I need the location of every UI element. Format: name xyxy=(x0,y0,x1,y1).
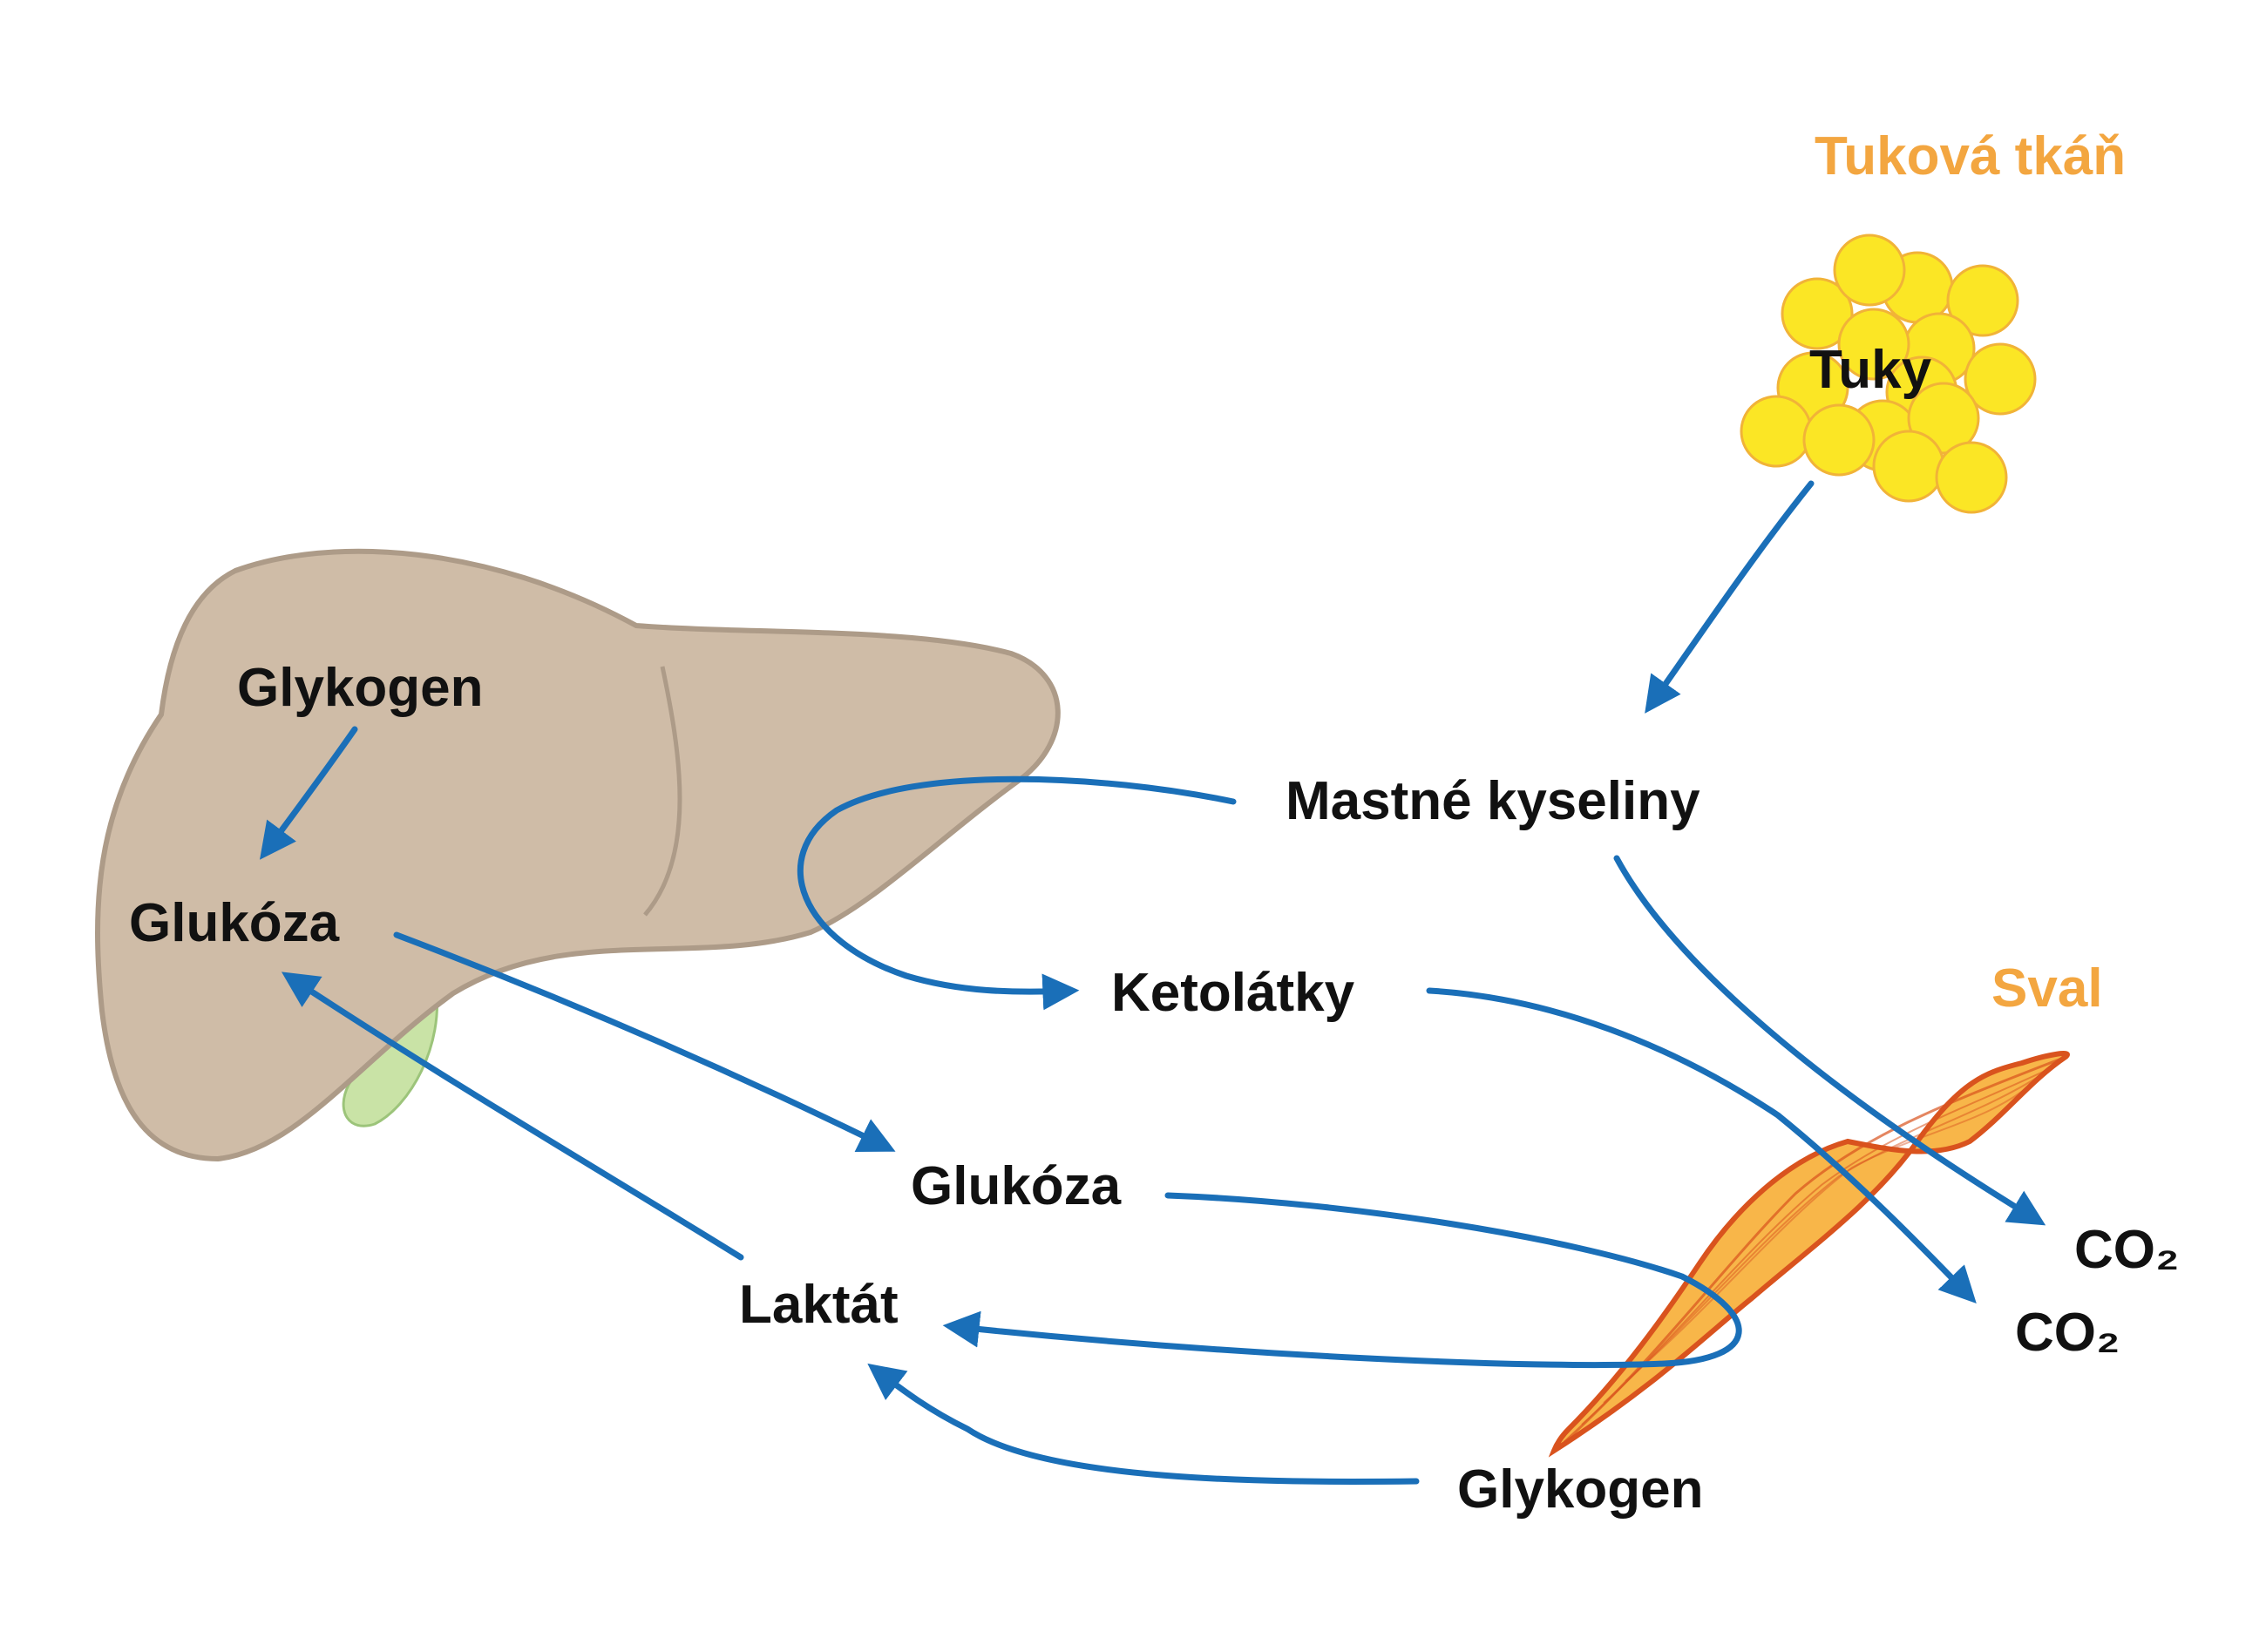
ketones-label: Ketolátky xyxy=(1111,963,1355,1023)
blood-glucose-label: Glukóza xyxy=(911,1156,1122,1216)
arrow-fatty-acids-to-ketones xyxy=(797,775,1237,1011)
arrow-liver-glycogen-to-glucose xyxy=(259,726,358,860)
arrow-ketones-to-co2 xyxy=(1426,987,1977,1304)
arrow-lactate-to-liver-glucose xyxy=(281,972,744,1261)
lactate-label: Laktát xyxy=(739,1275,899,1335)
liver-glucose-label: Glukóza xyxy=(129,893,340,953)
arrow-liver-glucose-to-blood-glucose xyxy=(393,931,896,1153)
fat-cells-icon xyxy=(1740,234,2037,514)
arrow-muscle-glycogen-to-lactate xyxy=(867,1363,1420,1485)
co2-label-b: CO₂ xyxy=(2015,1303,2120,1363)
fats-label: Tuky xyxy=(1809,340,1932,400)
arrow-blood-glucose-to-lactate xyxy=(942,1192,1742,1369)
arrow-fat-to-fatty-acids xyxy=(1645,480,1815,714)
co2-label-a: CO₂ xyxy=(2074,1220,2180,1280)
liver-icon xyxy=(95,548,1061,1162)
liver-glycogen-label: Glykogen xyxy=(237,658,484,718)
muscle-title: Sval xyxy=(1991,958,2103,1019)
arrow-fatty-acids-to-co2 xyxy=(1613,855,2046,1226)
fatty-acids-label: Mastné kyseliny xyxy=(1286,771,1700,831)
adipose-title: Tuková tkáň xyxy=(1815,126,2126,186)
muscle-glycogen-label: Glykogen xyxy=(1457,1459,1704,1520)
muscle-icon xyxy=(1548,1051,2070,1458)
